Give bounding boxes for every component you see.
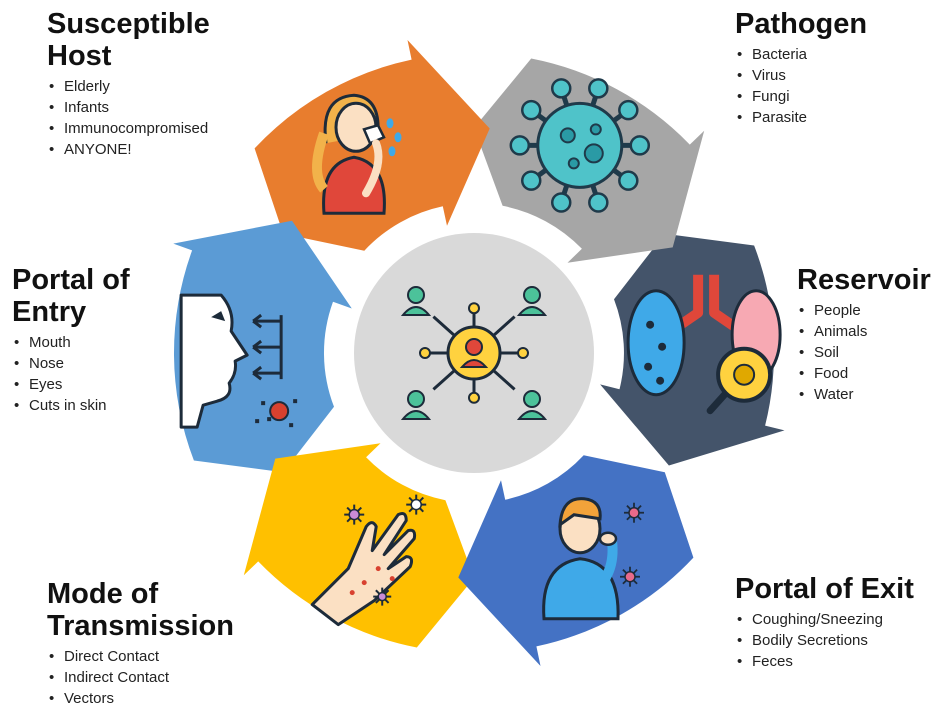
list-item: Fungi xyxy=(735,86,867,107)
mode-of-transmission-block: Mode of Transmission Direct Contact Indi… xyxy=(47,578,234,709)
virus-icon xyxy=(509,78,651,213)
list-item: Water xyxy=(797,384,931,405)
list-item: Coughing/Sneezing xyxy=(735,609,914,630)
list-item: ANYONE! xyxy=(47,139,210,160)
face-profile-icon xyxy=(179,293,298,429)
pathogen-title: Pathogen xyxy=(735,8,868,40)
portal-of-entry-block: Portal of Entry Mouth Nose Eyes Cuts in … xyxy=(12,264,130,416)
network-spread-icon xyxy=(400,286,548,420)
person-coughing-icon xyxy=(542,497,645,621)
germ-hand-icon xyxy=(310,494,427,627)
person-wiping-nose-icon xyxy=(312,93,402,215)
list-item: Eyes xyxy=(12,374,130,395)
list-item: Bacteria xyxy=(735,44,867,65)
reservoir-title: Reservoir xyxy=(797,264,931,296)
list-item: Virus xyxy=(735,65,867,86)
pathogen-block: Pathogen Bacteria Virus Fungi Parasite xyxy=(735,8,867,128)
list-item: Soil xyxy=(797,342,931,363)
reservoir-arrow xyxy=(600,233,785,466)
list-item: Nose xyxy=(12,353,130,374)
list-item: Animals xyxy=(797,321,931,342)
list-item: Direct Contact xyxy=(47,646,234,667)
portal-of-entry-list: Mouth Nose Eyes Cuts in skin xyxy=(12,332,130,416)
list-item: Parasite xyxy=(735,107,867,128)
portal-of-exit-block: Portal of Exit Coughing/Sneezing Bodily … xyxy=(735,573,914,672)
reservoir-list: People Animals Soil Food Water xyxy=(797,300,931,405)
susceptible-host-title: Susceptible Host xyxy=(47,8,210,72)
list-item: Elderly xyxy=(47,76,210,97)
list-item: Mouth xyxy=(12,332,130,353)
mode-of-transmission-title: Mode of Transmission xyxy=(47,578,234,642)
list-item: Cuts in skin xyxy=(12,395,130,416)
pathogen-list: Bacteria Virus Fungi Parasite xyxy=(735,44,867,128)
list-item: Immunocompromised xyxy=(47,118,210,139)
lungs-magnifier-icon xyxy=(626,274,782,415)
list-item: Vectors xyxy=(47,688,234,709)
portal-of-entry-title: Portal of Entry xyxy=(12,264,130,328)
reservoir-block: Reservoir People Animals Soil Food Water xyxy=(797,264,931,405)
susceptible-host-list: Elderly Infants Immunocompromised ANYONE… xyxy=(47,76,210,160)
mode-of-transmission-list: Direct Contact Indirect Contact Vectors xyxy=(47,646,234,709)
susceptible-host-arrow xyxy=(254,40,490,251)
list-item: Indirect Contact xyxy=(47,667,234,688)
list-item: People xyxy=(797,300,931,321)
list-item: Food xyxy=(797,363,931,384)
list-item: Infants xyxy=(47,97,210,118)
list-item: Feces xyxy=(735,651,914,672)
susceptible-host-block: Susceptible Host Elderly Infants Immunoc… xyxy=(47,8,210,160)
portal-of-exit-title: Portal of Exit xyxy=(735,573,914,605)
portal-of-exit-list: Coughing/Sneezing Bodily Secretions Fece… xyxy=(735,609,914,672)
list-item: Bodily Secretions xyxy=(735,630,914,651)
